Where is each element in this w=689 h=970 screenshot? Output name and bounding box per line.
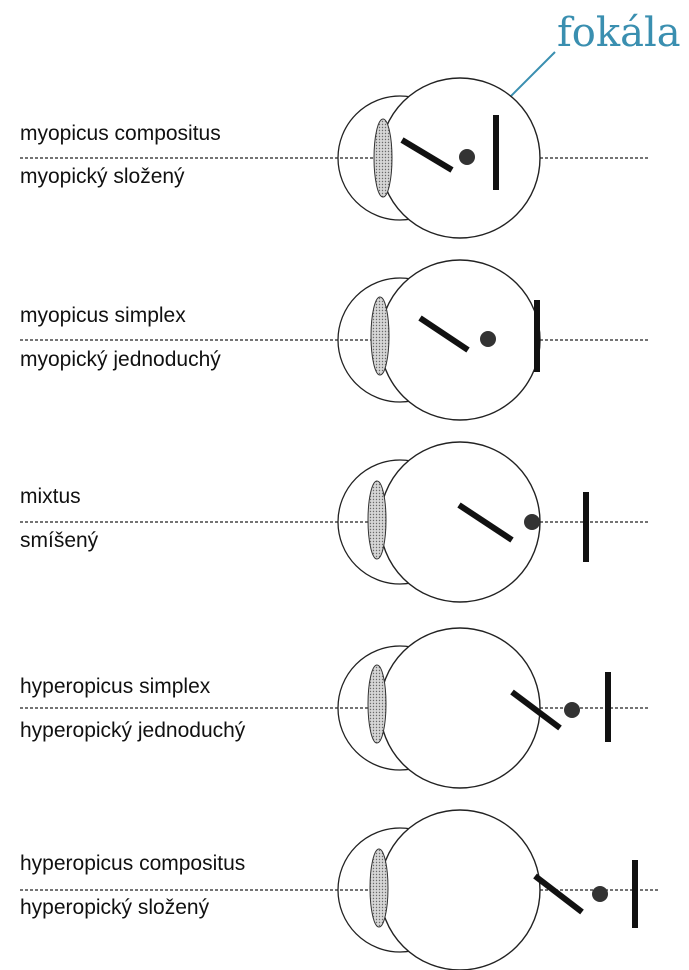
focal-line-oblique <box>400 137 454 173</box>
eyeball-circle <box>379 809 541 970</box>
eyeball-circle <box>379 627 541 789</box>
row-latin-label: mixtus <box>20 485 81 508</box>
circle-of-least-confusion <box>459 149 475 165</box>
row-latin-label: hyperopicus compositus <box>20 852 245 875</box>
row-czech-label: myopický jednoduchý <box>20 348 221 371</box>
focal-line-oblique <box>457 502 514 543</box>
row-latin-label: myopicus compositus <box>20 122 221 145</box>
lens-ellipse <box>370 296 390 376</box>
circle-of-least-confusion <box>564 702 580 718</box>
eye-row-myopicus-simplex: myopicus simplex myopický jednoduchý <box>20 259 650 421</box>
focal-callout-label: fokála <box>557 10 681 56</box>
focal-line-oblique <box>533 873 584 915</box>
lens-ellipse <box>367 664 387 744</box>
row-czech-label: smíšený <box>20 529 99 552</box>
focal-line-oblique <box>510 689 562 731</box>
circle-of-least-confusion <box>524 514 540 530</box>
row-czech-label: hyperopický složený <box>20 896 210 919</box>
eyeball-circle <box>379 441 541 603</box>
lens-ellipse <box>369 848 389 928</box>
eye-row-hyperopicus-compositus: hyperopicus compositus hyperopický slože… <box>20 809 658 970</box>
circle-of-least-confusion <box>480 331 496 347</box>
row-latin-label: hyperopicus simplex <box>20 675 211 698</box>
eye-row-hyperopicus-simplex: hyperopicus simplex hyperopický jednoduc… <box>20 627 650 789</box>
lens-ellipse <box>367 480 387 560</box>
row-czech-label: myopický složený <box>20 165 185 188</box>
row-czech-label: hyperopický jednoduchý <box>20 719 246 742</box>
eye-row-myopicus-compositus: myopicus compositus myopický složený <box>20 77 650 239</box>
focal-line-oblique <box>418 315 470 353</box>
lens-ellipse <box>373 118 393 198</box>
row-latin-label: myopicus simplex <box>20 304 186 327</box>
eyeball-circle <box>379 259 541 421</box>
eye-row-mixtus: mixtus smíšený <box>20 441 650 603</box>
circle-of-least-confusion <box>592 886 608 902</box>
